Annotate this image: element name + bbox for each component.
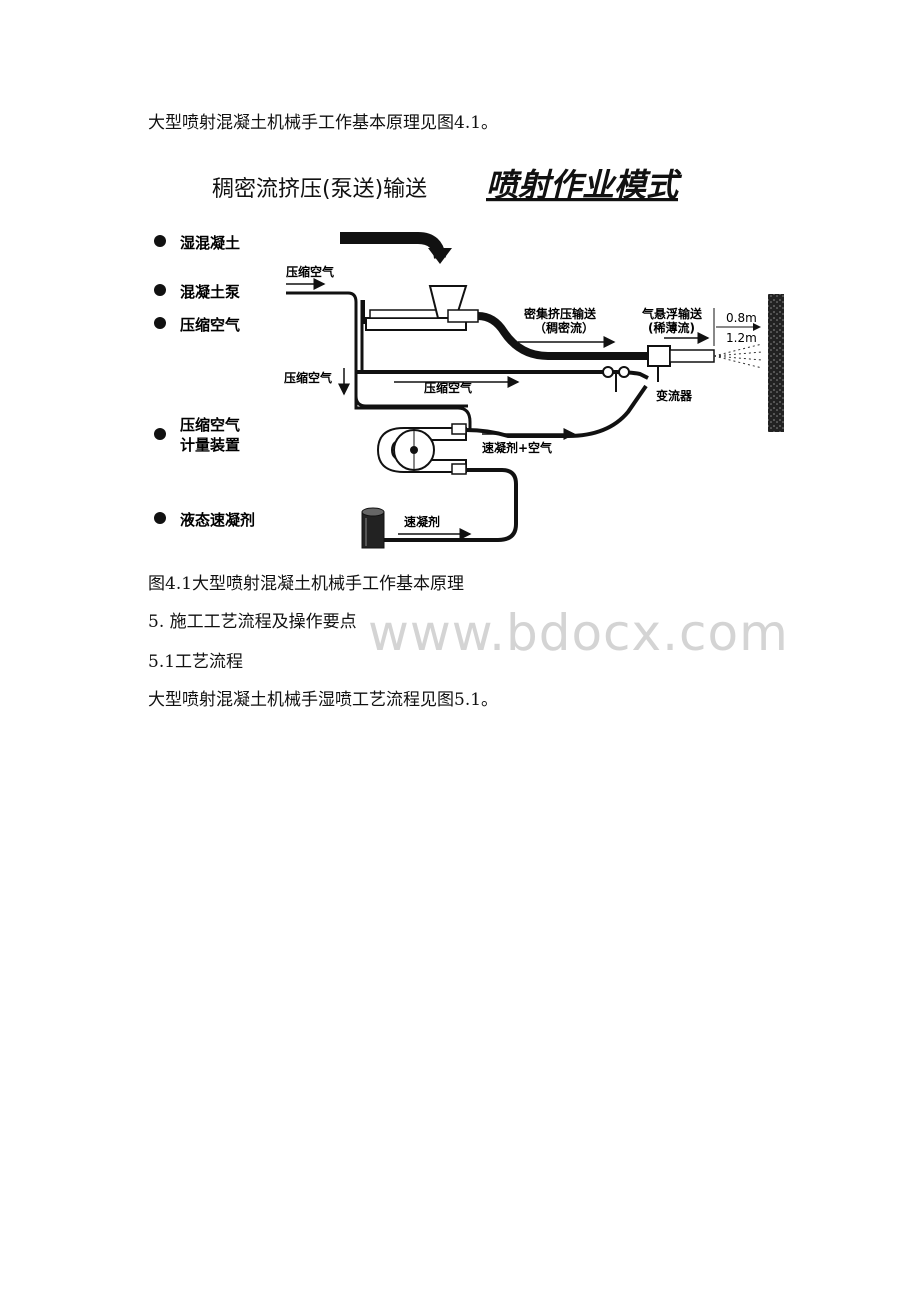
component-air-metering-line2: 计量装置	[180, 436, 240, 454]
feed-arrow-icon	[428, 248, 452, 264]
body-paragraph: 大型喷射混凝土机械手湿喷工艺流程见图5.1。	[148, 690, 499, 710]
label-dense-1: 密集挤压输送	[524, 306, 597, 321]
label-accel: 速凝剂	[404, 514, 440, 529]
accelerator-air-pipe	[465, 384, 648, 438]
component-wet-concrete: 湿混凝土	[180, 234, 240, 252]
valve-icon	[618, 366, 630, 378]
rock-wall	[768, 294, 784, 432]
accelerator-pipe	[384, 468, 518, 542]
component-concrete-pump: 混凝土泵	[180, 283, 240, 301]
figure-caption: 图4.1大型喷射混凝土机械手工作基本原理	[148, 574, 465, 594]
label-air-line: 压缩空气	[424, 380, 472, 395]
spray-pattern	[713, 343, 763, 369]
label-accel-air: 速凝剂+空气	[482, 440, 552, 455]
accelerator-drum-icon	[361, 507, 385, 549]
bullet-icon	[154, 317, 166, 329]
flow-converter	[647, 345, 715, 382]
bullet-icon	[154, 428, 166, 440]
section-heading: 5. 施工工艺流程及操作要点	[148, 612, 357, 632]
component-compressed-air: 压缩空气	[180, 316, 240, 334]
metering-device	[376, 423, 467, 475]
watermark: www.bdocx.com	[368, 604, 789, 662]
air-in-pipe	[286, 291, 468, 408]
label-air-down: 压缩空气	[284, 370, 332, 385]
component-liquid-accelerator: 液态速凝剂	[180, 511, 255, 529]
component-list: 湿混凝土 混凝土泵 压缩空气 压缩空气 计量装置 液态速凝剂	[154, 234, 255, 529]
metering-air-pipe	[354, 396, 472, 432]
label-distance-12: 1.2m	[726, 331, 757, 345]
bullet-icon	[154, 512, 166, 524]
figure-title-left: 稠密流挤压(泵送)输送	[212, 177, 427, 202]
shotcrete-principle-figure: 稠密流挤压(泵送)输送 喷射作业模式 湿混凝土 混凝土泵 压缩空气 压缩空气 计…	[154, 166, 784, 549]
figure-title-right: 喷射作业模式	[486, 166, 683, 204]
concrete-pump	[363, 285, 479, 331]
bullet-icon	[154, 235, 166, 247]
label-suspend-2: (稀薄流)	[648, 320, 695, 335]
dense-flow-pipe	[477, 312, 648, 360]
concrete-feed-pipe	[340, 232, 446, 259]
valve-icon	[602, 366, 614, 378]
subsection-heading: 5.1工艺流程	[148, 652, 244, 672]
label-distance-08: 0.8m	[726, 311, 757, 325]
label-dense-2: （稠密流）	[534, 320, 594, 335]
label-air-in: 压缩空气	[286, 264, 334, 279]
intro-paragraph: 大型喷射混凝土机械手工作基本原理见图4.1。	[148, 113, 499, 133]
bullet-icon	[154, 284, 166, 296]
component-air-metering-line1: 压缩空气	[180, 416, 240, 434]
label-suspend-1: 气悬浮输送	[641, 306, 703, 321]
label-converter: 变流器	[656, 388, 693, 403]
